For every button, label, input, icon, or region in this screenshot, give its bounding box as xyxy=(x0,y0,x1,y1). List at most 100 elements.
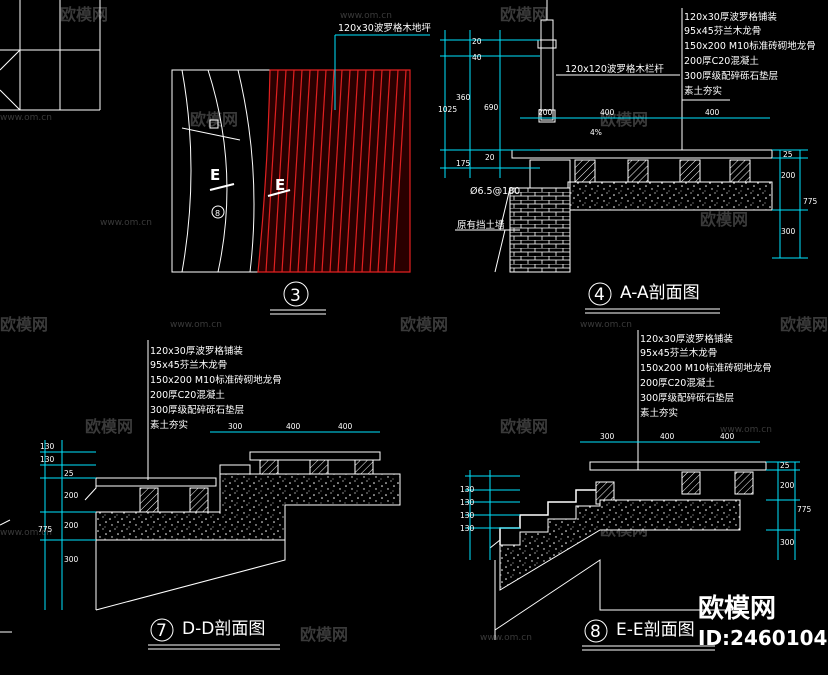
dim-lines-a-a-right xyxy=(772,149,808,259)
watermark-brand: 欧模网 xyxy=(500,5,548,24)
note-e-e-3: 150x200 M10标准砖砌地龙骨 xyxy=(640,362,772,374)
dim-lines-a-a-left xyxy=(440,30,540,178)
watermark-url: www.om.cn xyxy=(0,113,52,123)
note-d-d-6: 素土夯实 xyxy=(150,419,188,431)
section-d-d: 120x30厚波罗格铺装 95x45芬兰木龙骨 150x200 M10标准砖砌地… xyxy=(38,340,401,650)
brand-corner: 欧模网 ID:2460104 xyxy=(698,593,827,650)
dim-dd-l-2: 130 xyxy=(40,455,55,464)
dim-aa-l-2: 40 xyxy=(472,53,482,62)
section-mark-e-left: E xyxy=(210,166,220,184)
edge-fragments xyxy=(0,519,12,633)
notes-e-e: 120x30厚波罗格铺装 95x45芬兰木龙骨 150x200 M10标准砖砌地… xyxy=(637,330,772,470)
watermark-brand: 欧模网 xyxy=(780,315,828,334)
note-a-a-6: 素土夯实 xyxy=(684,85,722,97)
dim-aa-l-4: 1025 xyxy=(438,105,457,114)
dim-dd-l-6: 200 xyxy=(64,521,79,530)
slope-label: 4% xyxy=(590,128,602,137)
dim-aa-l-5: 690 xyxy=(484,103,499,112)
note-e-e-4: 200厚C20混凝土 xyxy=(640,377,715,389)
dim-ee-l-2: 130 xyxy=(460,498,475,507)
dd-title-number: 7 xyxy=(156,621,167,641)
dim-ee-r-3: 775 xyxy=(797,505,812,514)
dim-dd-l-5: 775 xyxy=(38,525,53,534)
watermark-brand: 欧模网 xyxy=(300,625,348,644)
dim-ee-t-1: 300 xyxy=(600,432,615,441)
rail-label: 120x120波罗格木栏杆 xyxy=(565,63,664,75)
watermark-brand: 欧模网 xyxy=(60,5,108,24)
dim-dd-l-4: 200 xyxy=(64,491,79,500)
plan-small-mark: 8 xyxy=(215,209,220,218)
note-a-a-5: 300厚级配碎砾石垫层 xyxy=(684,70,778,82)
watermark-brand: 欧模网 xyxy=(400,315,448,334)
brand-id: ID:2460104 xyxy=(698,626,827,650)
detail-plan-3: 120x30波罗格木地坪 E E 8 3 xyxy=(171,22,431,315)
dim-ee-r-2: 200 xyxy=(780,481,795,490)
note-a-a-1: 120x30厚波罗格铺装 xyxy=(684,11,777,23)
dim-aa-r-3: 775 xyxy=(803,197,818,206)
dim-aa-t-3: 400 xyxy=(705,108,720,117)
note-d-d-3: 150x200 M10标准砖砌地龙骨 xyxy=(150,374,282,386)
dim-ee-t-2: 400 xyxy=(660,432,675,441)
dim-ee-l-4: 130 xyxy=(460,524,475,533)
dim-lines-e-e-right xyxy=(766,461,800,560)
partial-grid xyxy=(0,0,101,111)
dim-ee-t-3: 400 xyxy=(720,432,735,441)
dim-lines-d-d-left xyxy=(40,440,96,610)
brand-name: 欧模网 xyxy=(698,593,776,624)
plan-title-number: 3 xyxy=(290,286,301,306)
rebar-label: Ø6.5@180 xyxy=(470,186,520,197)
dim-aa-l-3: 360 xyxy=(456,93,471,102)
dim-dd-l-1: 130 xyxy=(40,442,55,451)
watermark-url: www.om.cn xyxy=(480,633,532,643)
dim-ee-r-4: 300 xyxy=(780,538,795,547)
watermark-brand: 欧模网 xyxy=(600,110,648,129)
aa-title-number: 4 xyxy=(594,285,605,305)
ee-title: E-E剖面图 xyxy=(616,620,695,640)
dim-aa-l-6: 175 xyxy=(456,159,471,168)
dim-dd-l-7: 300 xyxy=(64,555,79,564)
watermark-brand: 欧模网 xyxy=(85,417,133,436)
plan-note-decking: 120x30波罗格木地坪 xyxy=(338,22,431,34)
note-d-d-4: 200厚C20混凝土 xyxy=(150,389,225,401)
section-a-a: 120x30厚波罗格铺装 95x45芬兰木龙骨 150x200 M10标准砖砌地… xyxy=(438,0,818,314)
dim-dd-t-1: 300 xyxy=(228,422,243,431)
watermark-brand: 欧模网 xyxy=(0,315,48,334)
note-e-e-5: 300厚级配碎砾石垫层 xyxy=(640,392,734,404)
section-e-e: 120x30厚波罗格铺装 95x45芬兰木龙骨 150x200 M10标准砖砌地… xyxy=(460,330,812,651)
note-a-a-4: 200厚C20混凝土 xyxy=(684,55,759,67)
dd-title: D-D剖面图 xyxy=(182,619,265,639)
dim-aa-r-2: 200 xyxy=(781,171,796,180)
watermark-brand: 欧模网 xyxy=(700,210,748,229)
dim-aa-r-1: 25 xyxy=(783,150,793,159)
note-e-e-2: 95x45芬兰木龙骨 xyxy=(640,347,717,359)
wall-label: 原有挡土墙 xyxy=(457,219,505,231)
dim-dd-l-3: 25 xyxy=(64,469,74,478)
note-e-e-6: 素土夯实 xyxy=(640,407,678,419)
dim-ee-r-1: 25 xyxy=(780,461,790,470)
dim-aa-t-2: 400 xyxy=(600,108,615,117)
note-d-d-2: 95x45芬兰木龙骨 xyxy=(150,359,227,371)
dim-aa-t-1: 200 xyxy=(538,108,553,117)
note-d-d-5: 300厚级配碎砾石垫层 xyxy=(150,404,244,416)
section-mark-e-right: E xyxy=(275,176,285,194)
watermark-url: www.om.cn xyxy=(720,425,772,435)
dim-aa-r-4: 300 xyxy=(781,227,796,236)
note-e-e-1: 120x30厚波罗格铺装 xyxy=(640,333,733,345)
watermark-url: www.om.cn xyxy=(170,320,222,330)
dim-lines-e-e-left xyxy=(465,470,520,560)
notes-a-a: 120x30厚波罗格铺装 95x45芬兰木龙骨 150x200 M10标准砖砌地… xyxy=(681,8,816,150)
aa-title: A-A剖面图 xyxy=(620,283,700,303)
watermark-url: www.om.cn xyxy=(0,528,52,538)
watermark-brand: 欧模网 xyxy=(500,417,548,436)
watermark-url: www.om.cn xyxy=(340,11,392,21)
dim-aa-l-7: 20 xyxy=(485,153,495,162)
dim-dd-t-3: 400 xyxy=(338,422,353,431)
watermark-layer: 欧模网 欧模网 欧模网 欧模网 欧模网 欧模网 欧模网 欧模网 欧模网 欧模网 … xyxy=(0,5,828,644)
dim-aa-l-1: 20 xyxy=(472,37,482,46)
ee-title-number: 8 xyxy=(590,622,601,642)
wood-deck-hatch xyxy=(257,69,411,273)
watermark-url: www.om.cn xyxy=(580,320,632,330)
watermark-url: www.om.cn xyxy=(100,218,152,228)
dim-dd-t-2: 400 xyxy=(286,422,301,431)
